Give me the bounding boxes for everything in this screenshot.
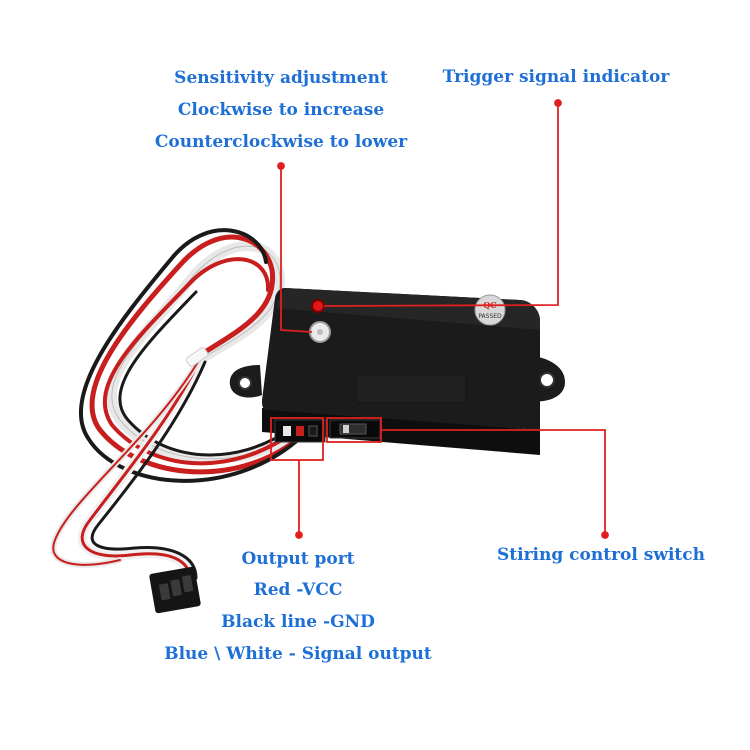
- qc-sticker-bottom: PASSED: [478, 313, 502, 320]
- output-port-label-line4: Blue \ White - Signal output: [164, 644, 432, 664]
- stirring-switch-label: Stiring control switch: [497, 545, 705, 565]
- indicator-led: [311, 299, 325, 313]
- trigger-indicator-label: Trigger signal indicator: [442, 67, 670, 87]
- wire-harness: [50, 228, 307, 585]
- sensitivity-label-line3: Counterclockwise to lower: [154, 132, 408, 152]
- output-port-label-line2: Red -VCC: [253, 580, 343, 600]
- qc-sticker: [474, 294, 506, 326]
- connector-plug: [149, 566, 201, 614]
- callout-lines: [270, 99, 609, 539]
- output-port-label-line1: Output port: [241, 549, 355, 569]
- sensitivity-label-line2: Clockwise to increase: [177, 100, 385, 120]
- sensitivity-label-line1: Sensitivity adjustment: [174, 68, 388, 88]
- sensor-module: QC PASSED: [229, 288, 565, 455]
- output-port-label-line3: Black line -GND: [221, 612, 375, 632]
